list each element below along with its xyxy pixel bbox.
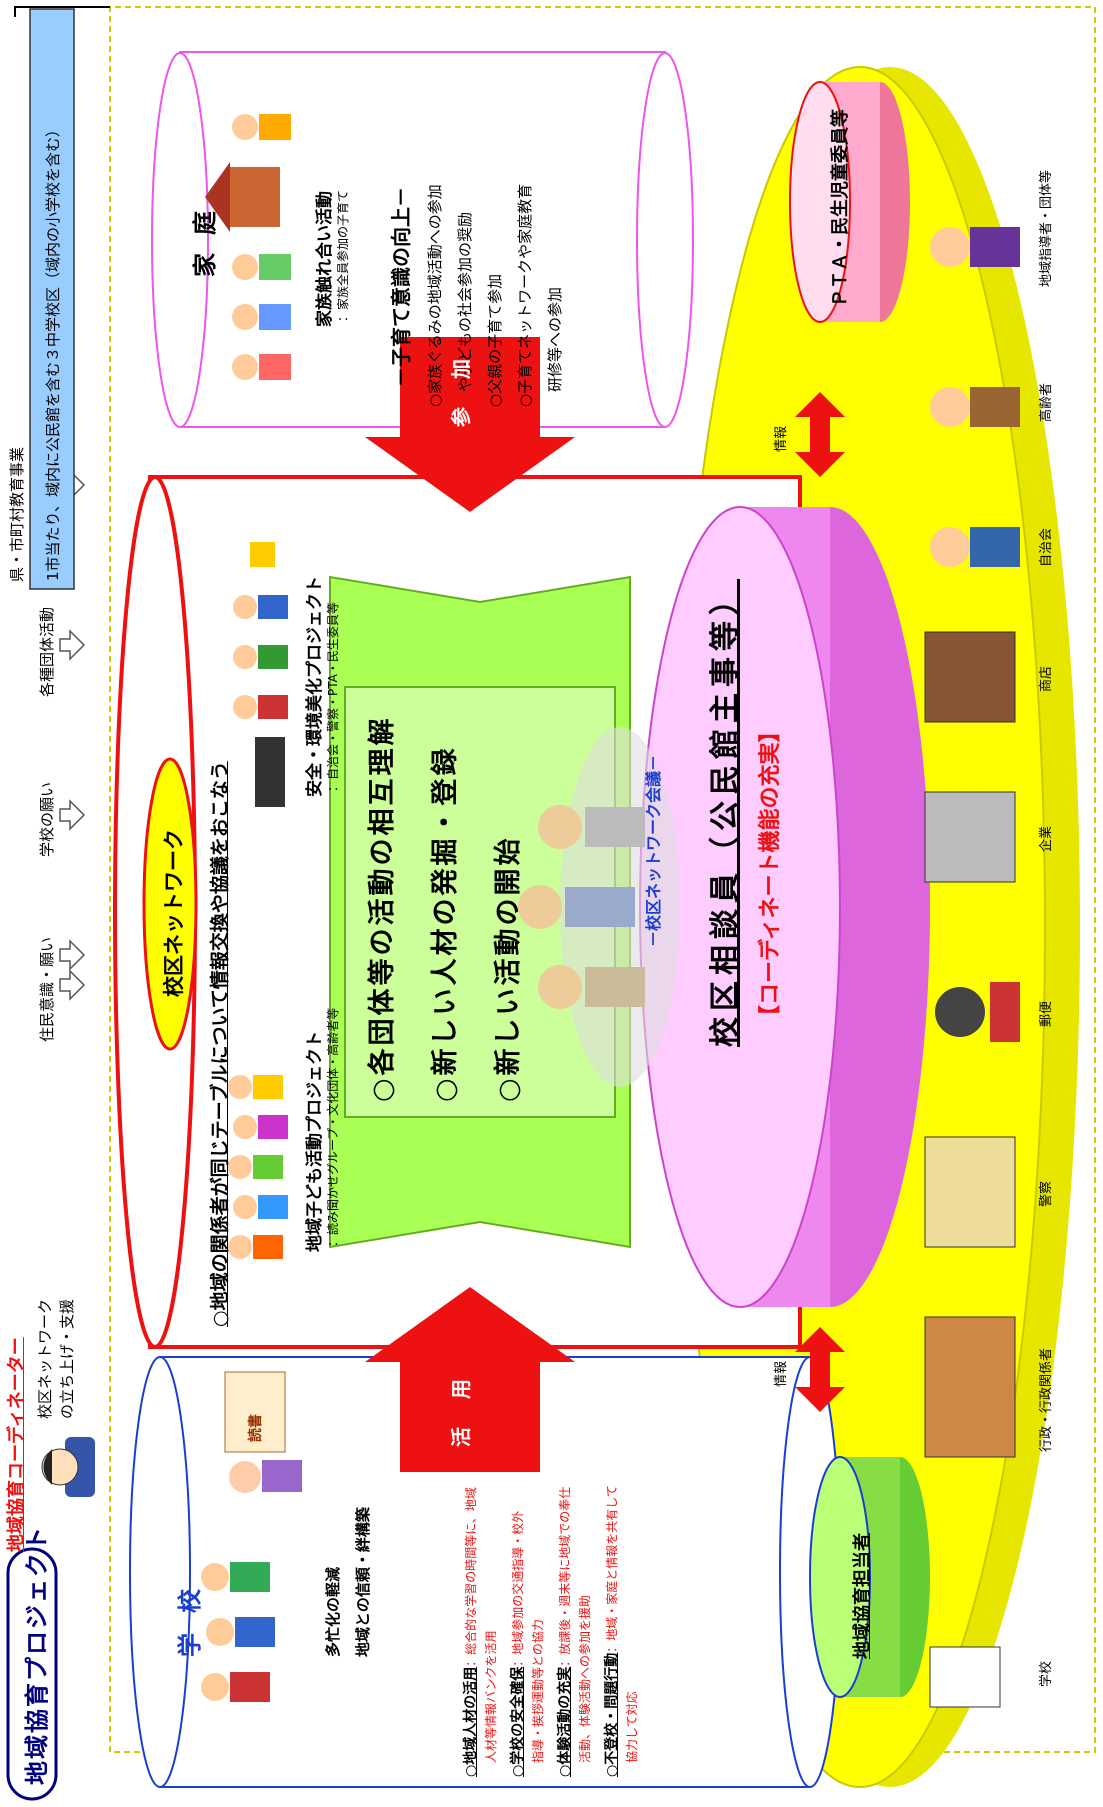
school-item: ○学校の安全確保：地域参加の交通指導・校外 指導・挨拶運動等との協力 <box>510 1510 545 1777</box>
info-left-label: 情報 <box>774 1360 789 1387</box>
family-goal-item: ○子育てネットワークや家庭教育 <box>516 183 534 407</box>
coordinator-role-line1: 校区ネットワーク <box>36 1298 54 1419</box>
community-government: 行政・行政関係者 <box>1039 1347 1054 1452</box>
info-arrow-right <box>795 392 845 477</box>
community-school: 学校 <box>1039 1660 1054 1687</box>
scope-note-box <box>29 8 75 590</box>
community-neighborhood: 自治会 <box>1039 527 1054 567</box>
scroll-line: ○新しい人材の発掘・登録 <box>430 745 461 1102</box>
community-illustrations <box>924 227 1020 1708</box>
community-shop: 商店 <box>1039 665 1054 692</box>
community-leaders: 地域指導者・団体等 <box>1039 169 1054 287</box>
use-arrow <box>365 1287 575 1472</box>
family-activity-title: 家族触れ合い活動 <box>315 191 335 327</box>
school-item: ○体験活動の充実：放課後・週末等に地域での奉仕 活動、体験活動への参加を援助 <box>557 1486 592 1777</box>
school-arrow-trust: 地域との信頼・絆構築 <box>354 1507 372 1657</box>
people-cluster-family <box>205 114 291 380</box>
network-title-badge <box>142 757 198 1051</box>
outer-frame <box>109 6 1096 1753</box>
scope-note: 1市当たり、域内に公民館を含む３中学校区（域内の小学校を含む） <box>44 122 62 581</box>
school-staff-disc <box>809 1456 930 1698</box>
family-activity-note: ：家族全員参加の子育て <box>336 189 350 322</box>
people-cluster-school <box>201 1371 302 1702</box>
info-right-label: 情報 <box>774 425 789 452</box>
family-cylinder <box>151 51 694 428</box>
kids-project-members: ：読み聞かせグループ・文化団体・高齢者等 <box>326 1007 340 1247</box>
school-staff-label: 地域協育担当者 <box>852 1533 873 1659</box>
enhance-label: 【コーディネート機能の充実】 <box>758 720 783 1027</box>
school-items: ○地域人材の活用：総合的な学習の時間等に、地域 人材等情報バンクを活用 ○学校の… <box>460 1367 648 1777</box>
pta-disc <box>789 81 910 323</box>
network-subtitle: ○地域の関係者が同じテーブルについて情報交換や協議をおこなう <box>209 761 231 1327</box>
scroll-banner <box>329 575 631 1249</box>
community-company: 企業 <box>1039 825 1054 852</box>
meeting-illustration <box>518 727 680 1087</box>
pta-label: ＰＴＡ・民生児童委員等 <box>830 109 851 307</box>
coordinator-title: 地域協育コーディネーター <box>6 1337 27 1552</box>
people-cluster-safety <box>233 542 288 807</box>
scroll-line: ○新しい活動の開始 <box>493 835 524 1102</box>
coordinator-avatar <box>41 1437 95 1497</box>
book-label: 読書 <box>248 1414 264 1442</box>
school-item: ○不登校・問題行動：地域・家庭と情報を共有して 協力して対応 <box>604 1485 639 1777</box>
input-residents: 住民意識・願い <box>38 936 56 1042</box>
school-arrow-busy: 多忙化の軽減 <box>324 1566 342 1657</box>
join-arrow <box>365 337 575 512</box>
family-goal-list: ○家族ぐるみの地域活動への参加 や子どもの社会参加の奨励 ○父親の子育て参加 ○… <box>420 184 570 407</box>
meeting-label: －校区ネットワーク会議－ <box>644 754 663 947</box>
scroll-text: ○各団体等の活動の相互理解 ○新しい人材の発掘・登録 ○新しい活動の開始 <box>360 715 525 1102</box>
input-groups: 各種団体活動 <box>38 606 56 697</box>
community-police: 警察 <box>1039 1180 1054 1207</box>
join-arrow-label: 参加 <box>449 331 473 427</box>
use-arrow-label: 活用 <box>449 1351 473 1447</box>
coordinator-role-line2: の立ち上げ・支援 <box>58 1298 76 1419</box>
people-cluster-kids <box>228 1075 288 1259</box>
project-title-box <box>6 1547 58 1801</box>
family-goal-item: 研修等への参加 <box>546 286 564 407</box>
staff-disc <box>639 506 930 1308</box>
community-post: 郵便 <box>1039 1000 1054 1027</box>
project-title: 地域協育プロジェクト <box>23 1525 51 1785</box>
family-goal-title: －子育て意識の向上－ <box>389 187 413 387</box>
community-elderly: 高齢者 <box>1039 382 1054 422</box>
safety-project-title: 安全・環境美化プロジェクト <box>305 576 325 797</box>
input-prefecture: 県・市町村教育事業 <box>8 446 26 582</box>
network-title: 校区ネットワーク <box>162 829 186 997</box>
info-arrow-left <box>795 1327 845 1412</box>
safety-project-members: ：自治会・警察・PTA・民生委員等 <box>326 602 340 792</box>
input-school-wishes: 学校の願い <box>38 781 56 857</box>
school-title: 学校 <box>176 1569 204 1657</box>
kids-project-title: 地域子ども活動プロジェクト <box>305 1031 325 1252</box>
family-title: 家庭 <box>191 193 219 277</box>
staff-label: 校区相談員（公民館主事等） <box>708 579 743 1047</box>
scroll-line: ○各団体等の活動の相互理解 <box>367 715 398 1102</box>
family-goal-item: ○父親の子育て参加 <box>486 273 504 407</box>
